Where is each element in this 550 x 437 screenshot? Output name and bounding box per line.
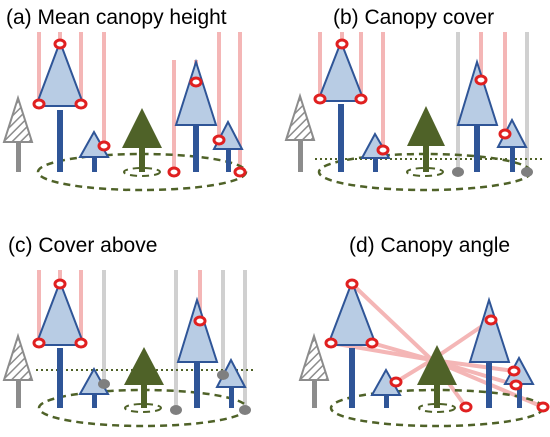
- panel-b-title: (b) Canopy cover: [333, 6, 494, 29]
- center-tree: [417, 345, 457, 408]
- panel-c: (c) Cover above: [2, 234, 255, 428]
- tree: [174, 58, 218, 172]
- panel-d-title: (d) Canopy angle: [349, 234, 510, 257]
- panel-c-title: (c) Cover above: [8, 234, 157, 257]
- tree: [316, 39, 366, 172]
- tree: [496, 117, 528, 172]
- tree: [34, 39, 86, 172]
- center-tree: [407, 106, 445, 172]
- ground-markers: [98, 370, 251, 415]
- tree: [34, 279, 86, 408]
- hatched-tree: [2, 94, 34, 172]
- tree: [468, 296, 511, 408]
- panel-a-title: (a) Mean canopy height: [6, 6, 227, 29]
- hatched-tree: [284, 92, 316, 172]
- return-markers: [313, 38, 512, 156]
- tree: [456, 58, 499, 172]
- panel-a: (a) Mean canopy height: [2, 6, 248, 192]
- tree: [176, 296, 219, 408]
- ground-markers: [452, 167, 533, 177]
- center-tree: [124, 347, 164, 408]
- hatched-tree: [2, 332, 34, 408]
- panel-b: (b) Canopy cover: [284, 6, 542, 192]
- tree: [326, 279, 378, 408]
- center-tree: [122, 108, 162, 172]
- return-markers: [324, 278, 550, 413]
- hatched-tree: [298, 332, 330, 408]
- return-markers: [32, 38, 247, 178]
- panel-d: (d) Canopy angle: [298, 234, 550, 428]
- tree: [370, 367, 402, 408]
- return-markers: [32, 278, 207, 349]
